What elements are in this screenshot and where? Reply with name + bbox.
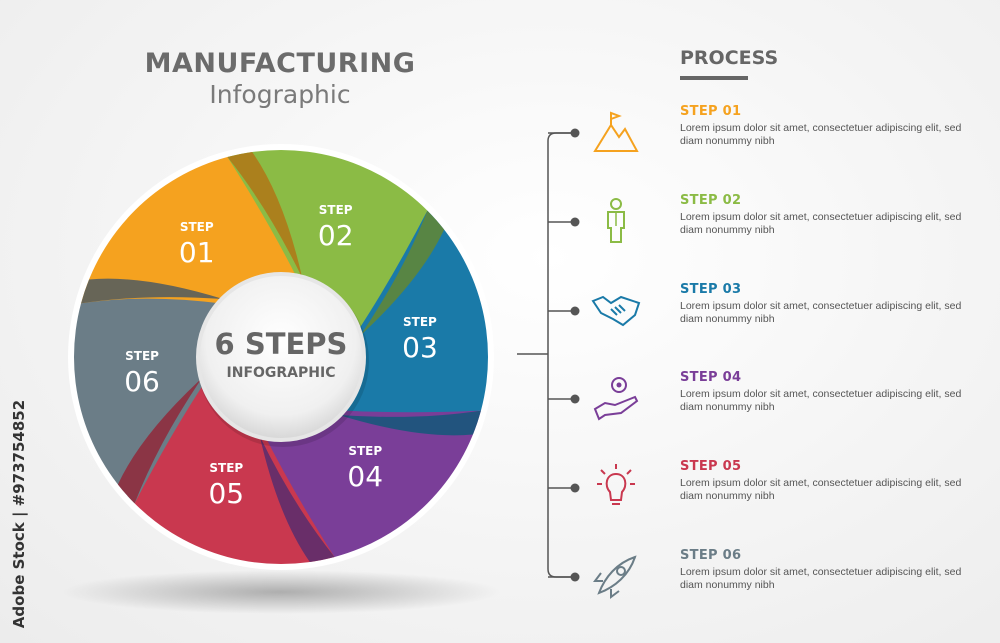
process-step: STEP 03 Lorem ipsum dolor sit amet, conse… — [680, 282, 980, 326]
timeline-dot — [570, 217, 580, 227]
center-subtitle: INFOGRAPHIC — [227, 365, 336, 381]
process-step: STEP 01 Lorem ipsum dolor sit amet, conse… — [680, 104, 980, 148]
wheel-fold-02 — [360, 210, 445, 336]
step-description: Lorem ipsum dolor sit amet, consectetuer… — [680, 477, 962, 502]
wheel-step-label: STEP — [209, 461, 243, 475]
wheel-step-label: STEP — [125, 349, 159, 363]
step-description: Lorem ipsum dolor sit amet, consectetuer… — [680, 388, 962, 413]
timeline-dot — [570, 483, 580, 493]
wheel-fold-03 — [338, 410, 481, 436]
wheel-step-number: 01 — [179, 236, 215, 269]
step-heading: STEP 01 — [680, 104, 742, 119]
step-heading: STEP 04 — [680, 370, 742, 385]
timeline-dot — [570, 306, 580, 316]
wheel-step-number: 02 — [318, 219, 354, 252]
wheel-step-label: STEP — [348, 444, 382, 458]
step-description: Lorem ipsum dolor sit amet, consectetuer… — [680, 566, 962, 591]
wheel-fold-05 — [117, 378, 202, 504]
step-heading: STEP 05 — [680, 459, 742, 474]
center-circle — [196, 272, 366, 442]
process-step: STEP 04 Lorem ipsum dolor sit amet, conse… — [680, 370, 980, 414]
timeline-dot — [570, 128, 580, 138]
wheel-shadow — [61, 570, 501, 614]
process-step: STEP 05 Lorem ipsum dolor sit amet, conse… — [680, 459, 980, 503]
step-description: Lorem ipsum dolor sit amet, consectetuer… — [680, 300, 962, 325]
mountain-flag-icon — [591, 107, 641, 157]
wheel-step-label: STEP — [319, 203, 353, 217]
process-step: STEP 02 Lorem ipsum dolor sit amet, conse… — [680, 193, 980, 237]
wheel-step-label: STEP — [180, 220, 214, 234]
stock-watermark: Adobe Stock | #973754852 — [4, 400, 30, 635]
step-heading: STEP 06 — [680, 548, 742, 563]
lightbulb-icon — [591, 462, 641, 512]
hand-gear-icon — [591, 373, 641, 423]
wheel-segment-03 — [338, 210, 488, 416]
wheel-segment-01 — [81, 157, 299, 304]
watermark-text: Adobe Stock | #973754852 — [10, 399, 28, 629]
wheel-fold-01 — [227, 152, 303, 278]
wheel-segment-05 — [134, 379, 335, 564]
wheel-segment-06 — [73, 298, 224, 504]
wheel-fold-04 — [259, 436, 335, 562]
wheel-step-number: 03 — [402, 331, 438, 364]
wheel-step-number: 05 — [208, 477, 244, 510]
wheel-fold-06 — [81, 278, 224, 304]
page-title: MANUFACTURING — [144, 48, 416, 79]
timeline-dot — [570, 394, 580, 404]
wheel-segment-02 — [227, 150, 428, 335]
wheel-segment-04 — [263, 410, 481, 557]
handshake-icon — [591, 285, 641, 335]
rocket-icon — [591, 551, 641, 601]
timeline-dot — [570, 572, 580, 582]
step-heading: STEP 03 — [680, 282, 742, 297]
wheel-step-label: STEP — [403, 315, 437, 329]
person-icon — [591, 196, 641, 246]
wheel-step-number: 04 — [347, 460, 383, 493]
step-heading: STEP 02 — [680, 193, 742, 208]
process-title: PROCESS — [680, 47, 779, 69]
timeline-bracket — [547, 132, 575, 578]
wheel-step-number: 06 — [124, 365, 160, 398]
process-step: STEP 06 Lorem ipsum dolor sit amet, conse… — [680, 548, 980, 592]
process-title-underline — [680, 76, 748, 80]
page-subtitle: Infographic — [209, 80, 351, 109]
step-description: Lorem ipsum dolor sit amet, consectetuer… — [680, 211, 962, 236]
step-description: Lorem ipsum dolor sit amet, consectetuer… — [680, 122, 962, 147]
center-title: 6 STEPS — [215, 327, 348, 361]
